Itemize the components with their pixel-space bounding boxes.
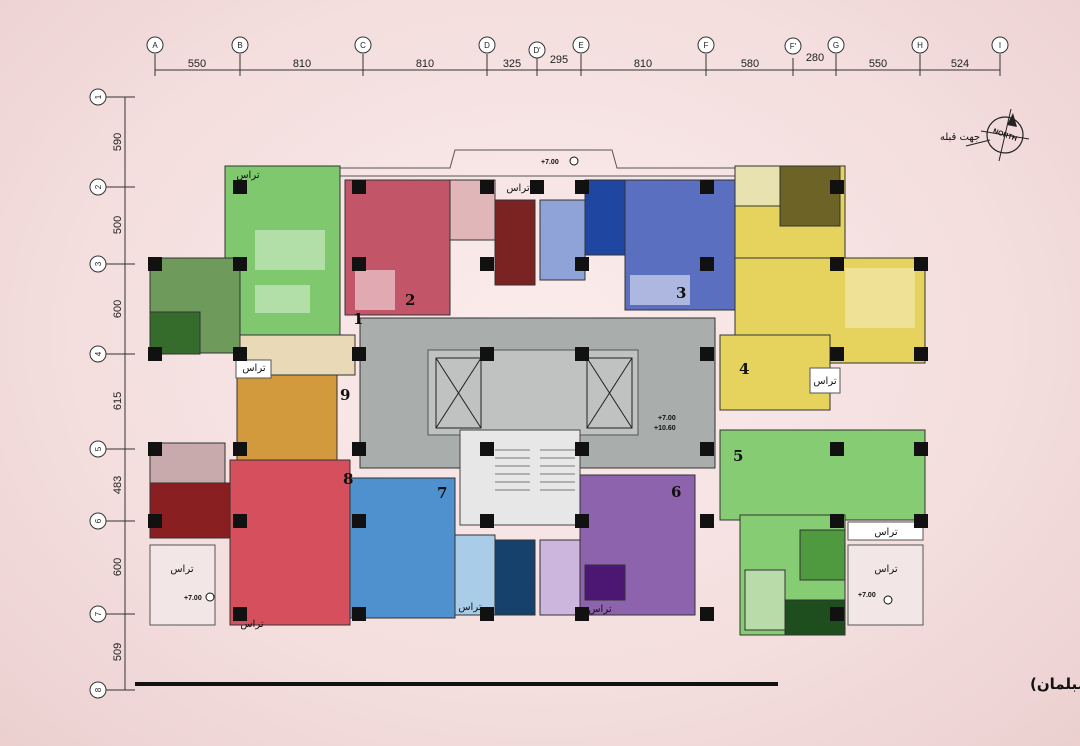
level-marker-icon bbox=[569, 156, 579, 166]
unit-1 bbox=[149, 165, 341, 355]
row-spacing: 590 bbox=[112, 133, 124, 151]
column-spacing: 810 bbox=[634, 58, 652, 70]
grid-col-label: G bbox=[833, 41, 839, 50]
level-left: +7.00 bbox=[184, 595, 202, 602]
grid-col-label: D bbox=[484, 41, 490, 50]
structural-columns bbox=[148, 180, 928, 621]
terrace-label: تراس bbox=[170, 564, 194, 575]
grid-col-label: D' bbox=[533, 46, 541, 55]
terrace-label: تراس bbox=[242, 363, 266, 374]
grid-row-label: 6 bbox=[94, 518, 103, 523]
unit-number-7: 7 bbox=[437, 484, 447, 502]
column-spacing: 524 bbox=[951, 58, 969, 70]
central-core bbox=[359, 317, 716, 526]
unit-5 bbox=[719, 429, 926, 636]
unit-number-8: 8 bbox=[343, 470, 353, 488]
north-arrow: NORTH bbox=[980, 108, 1030, 162]
row-spacing: 600 bbox=[112, 300, 124, 318]
row-spacing: 483 bbox=[112, 476, 124, 494]
column-spacing: 280 bbox=[806, 52, 824, 64]
terrace-label: تراس bbox=[506, 183, 530, 194]
qibla-arrow-icon bbox=[965, 139, 991, 147]
unit-2 bbox=[344, 179, 536, 316]
column-dimension-chain: A B C D D' E F F' G H I 550 810 810 325 … bbox=[146, 36, 1009, 76]
grid-col-label: B bbox=[237, 41, 242, 50]
grid-col-label: F' bbox=[790, 42, 797, 51]
unit-6 bbox=[539, 474, 696, 616]
grid-row-label: 8 bbox=[94, 687, 103, 692]
level-right: +7.00 bbox=[858, 592, 876, 599]
unit-7 bbox=[349, 477, 536, 619]
terrace-label: تراس bbox=[813, 376, 837, 387]
column-spacing: 810 bbox=[416, 58, 434, 70]
column-spacing: 810 bbox=[293, 58, 311, 70]
grid-col-label: H bbox=[917, 41, 923, 50]
row-spacing: 500 bbox=[112, 216, 124, 234]
unit-9 bbox=[236, 334, 356, 466]
drawing-title: پلان طبقات اول و دوم (پلان مبلمان) bbox=[1030, 675, 1080, 694]
column-spacing: 325 bbox=[503, 58, 521, 70]
top-bay bbox=[338, 149, 735, 177]
unit-number-4: 4 bbox=[739, 360, 749, 378]
column-spacing: 295 bbox=[550, 54, 568, 66]
grid-row-label: 3 bbox=[94, 261, 103, 266]
grid-row-label: 4 bbox=[94, 351, 103, 356]
column-spacing: 550 bbox=[188, 58, 206, 70]
qibla-label: جهت قبله bbox=[940, 132, 980, 143]
grid-row-label: 7 bbox=[94, 611, 103, 616]
row-spacing: 600 bbox=[112, 558, 124, 576]
terrace-label: تراس bbox=[874, 564, 898, 575]
unit-number-2: 2 bbox=[405, 291, 415, 309]
column-spacing: 550 bbox=[869, 58, 887, 70]
grid-row-label: 5 bbox=[94, 446, 103, 451]
level-top: +7.00 bbox=[541, 159, 559, 166]
grid-row-label: 1 bbox=[94, 94, 103, 99]
level-marker-icon bbox=[205, 592, 215, 602]
grid-col-label: I bbox=[999, 41, 1001, 50]
grid-col-label: C bbox=[360, 41, 366, 50]
grid-col-label: F bbox=[704, 41, 709, 50]
unit-number-9: 9 bbox=[340, 386, 350, 404]
north-label: NORTH bbox=[992, 128, 1018, 143]
unit-3 bbox=[539, 179, 736, 311]
unit-number-1: 1 bbox=[353, 310, 363, 328]
row-spacing: 615 bbox=[112, 392, 124, 410]
grid-col-label: E bbox=[578, 41, 583, 50]
column-spacing: 580 bbox=[741, 58, 759, 70]
unit-number-5: 5 bbox=[733, 447, 743, 465]
row-dimension-chain: 1 2 3 4 5 6 7 8 590 500 600 615 483 600 … bbox=[89, 88, 135, 699]
terrace-label: تراس bbox=[588, 604, 612, 615]
terraces bbox=[149, 359, 924, 626]
terrace-label: تراس bbox=[236, 170, 260, 181]
grid-col-label: A bbox=[152, 41, 158, 50]
level-core-a: +7.00 bbox=[658, 415, 676, 422]
terrace-label: تراس bbox=[874, 527, 898, 538]
terrace-label: تراس bbox=[458, 602, 482, 613]
unit-8 bbox=[149, 442, 351, 626]
unit-number-3: 3 bbox=[676, 284, 686, 302]
unit-number-6: 6 bbox=[671, 483, 681, 501]
grid-row-label: 2 bbox=[94, 184, 103, 189]
level-core-b: +10.60 bbox=[654, 425, 676, 432]
level-marker-icon bbox=[883, 595, 893, 605]
terrace-label: تراس bbox=[240, 619, 264, 630]
row-spacing: 509 bbox=[112, 643, 124, 661]
